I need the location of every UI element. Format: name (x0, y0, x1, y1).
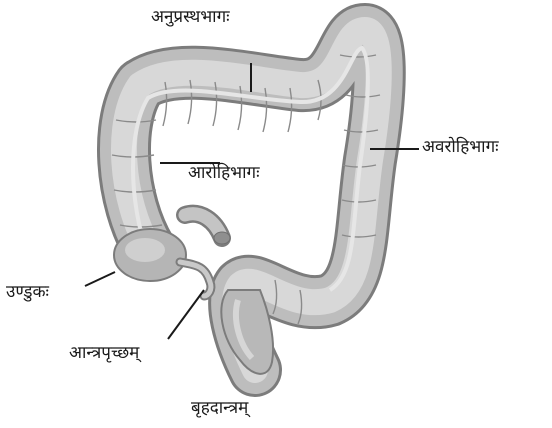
diagram-caption: बृहदान्त्रम् (191, 400, 248, 417)
leader-appendix (168, 290, 204, 339)
label-ascending-colon: आरोहिभागः (188, 165, 260, 182)
label-transverse-colon: अनुप्रस्थभागः (151, 9, 230, 26)
label-caecum: उण्डुकः (6, 284, 49, 301)
leader-caecum (85, 272, 115, 286)
label-descending-colon: अवरोहिभागः (422, 139, 499, 156)
label-appendix: आन्त्रपृच्छम् (69, 345, 139, 362)
